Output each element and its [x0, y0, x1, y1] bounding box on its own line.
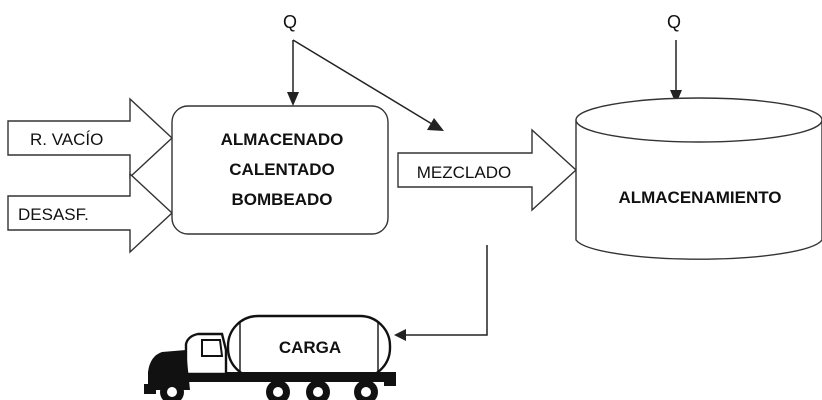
process-line-2: CALENTADO — [229, 160, 334, 179]
label-storage: ALMACENAMIENTO — [618, 188, 781, 207]
input-arrow-deasphalted: DESASF. — [7, 172, 174, 254]
label-vacuum-residue: R. VACÍO — [30, 130, 103, 149]
heat-arrow-left — [287, 40, 299, 106]
heat-arrow-right — [670, 40, 682, 104]
process-line-3: BOMBEADO — [231, 190, 332, 209]
input-arrow-vacuum-residue: R. VACÍO — [7, 97, 174, 179]
label-load: CARGA — [279, 338, 341, 357]
label-deasphalted: DESASF. — [18, 205, 89, 224]
mixing-arrow: MEZCLADO — [397, 128, 578, 212]
storage-tank: ALMACENAMIENTO — [575, 97, 822, 260]
tanker-truck-icon — [144, 314, 396, 400]
output-line — [394, 245, 488, 341]
heat-label-left: Q — [283, 12, 297, 32]
label-mixing: MEZCLADO — [417, 163, 511, 182]
heat-arrow-diagonal — [292, 39, 444, 131]
process-box: ALMACENADO CALENTADO BOMBEADO — [171, 105, 389, 235]
heat-label-right: Q — [667, 12, 681, 32]
process-line-1: ALMACENADO — [221, 130, 344, 149]
